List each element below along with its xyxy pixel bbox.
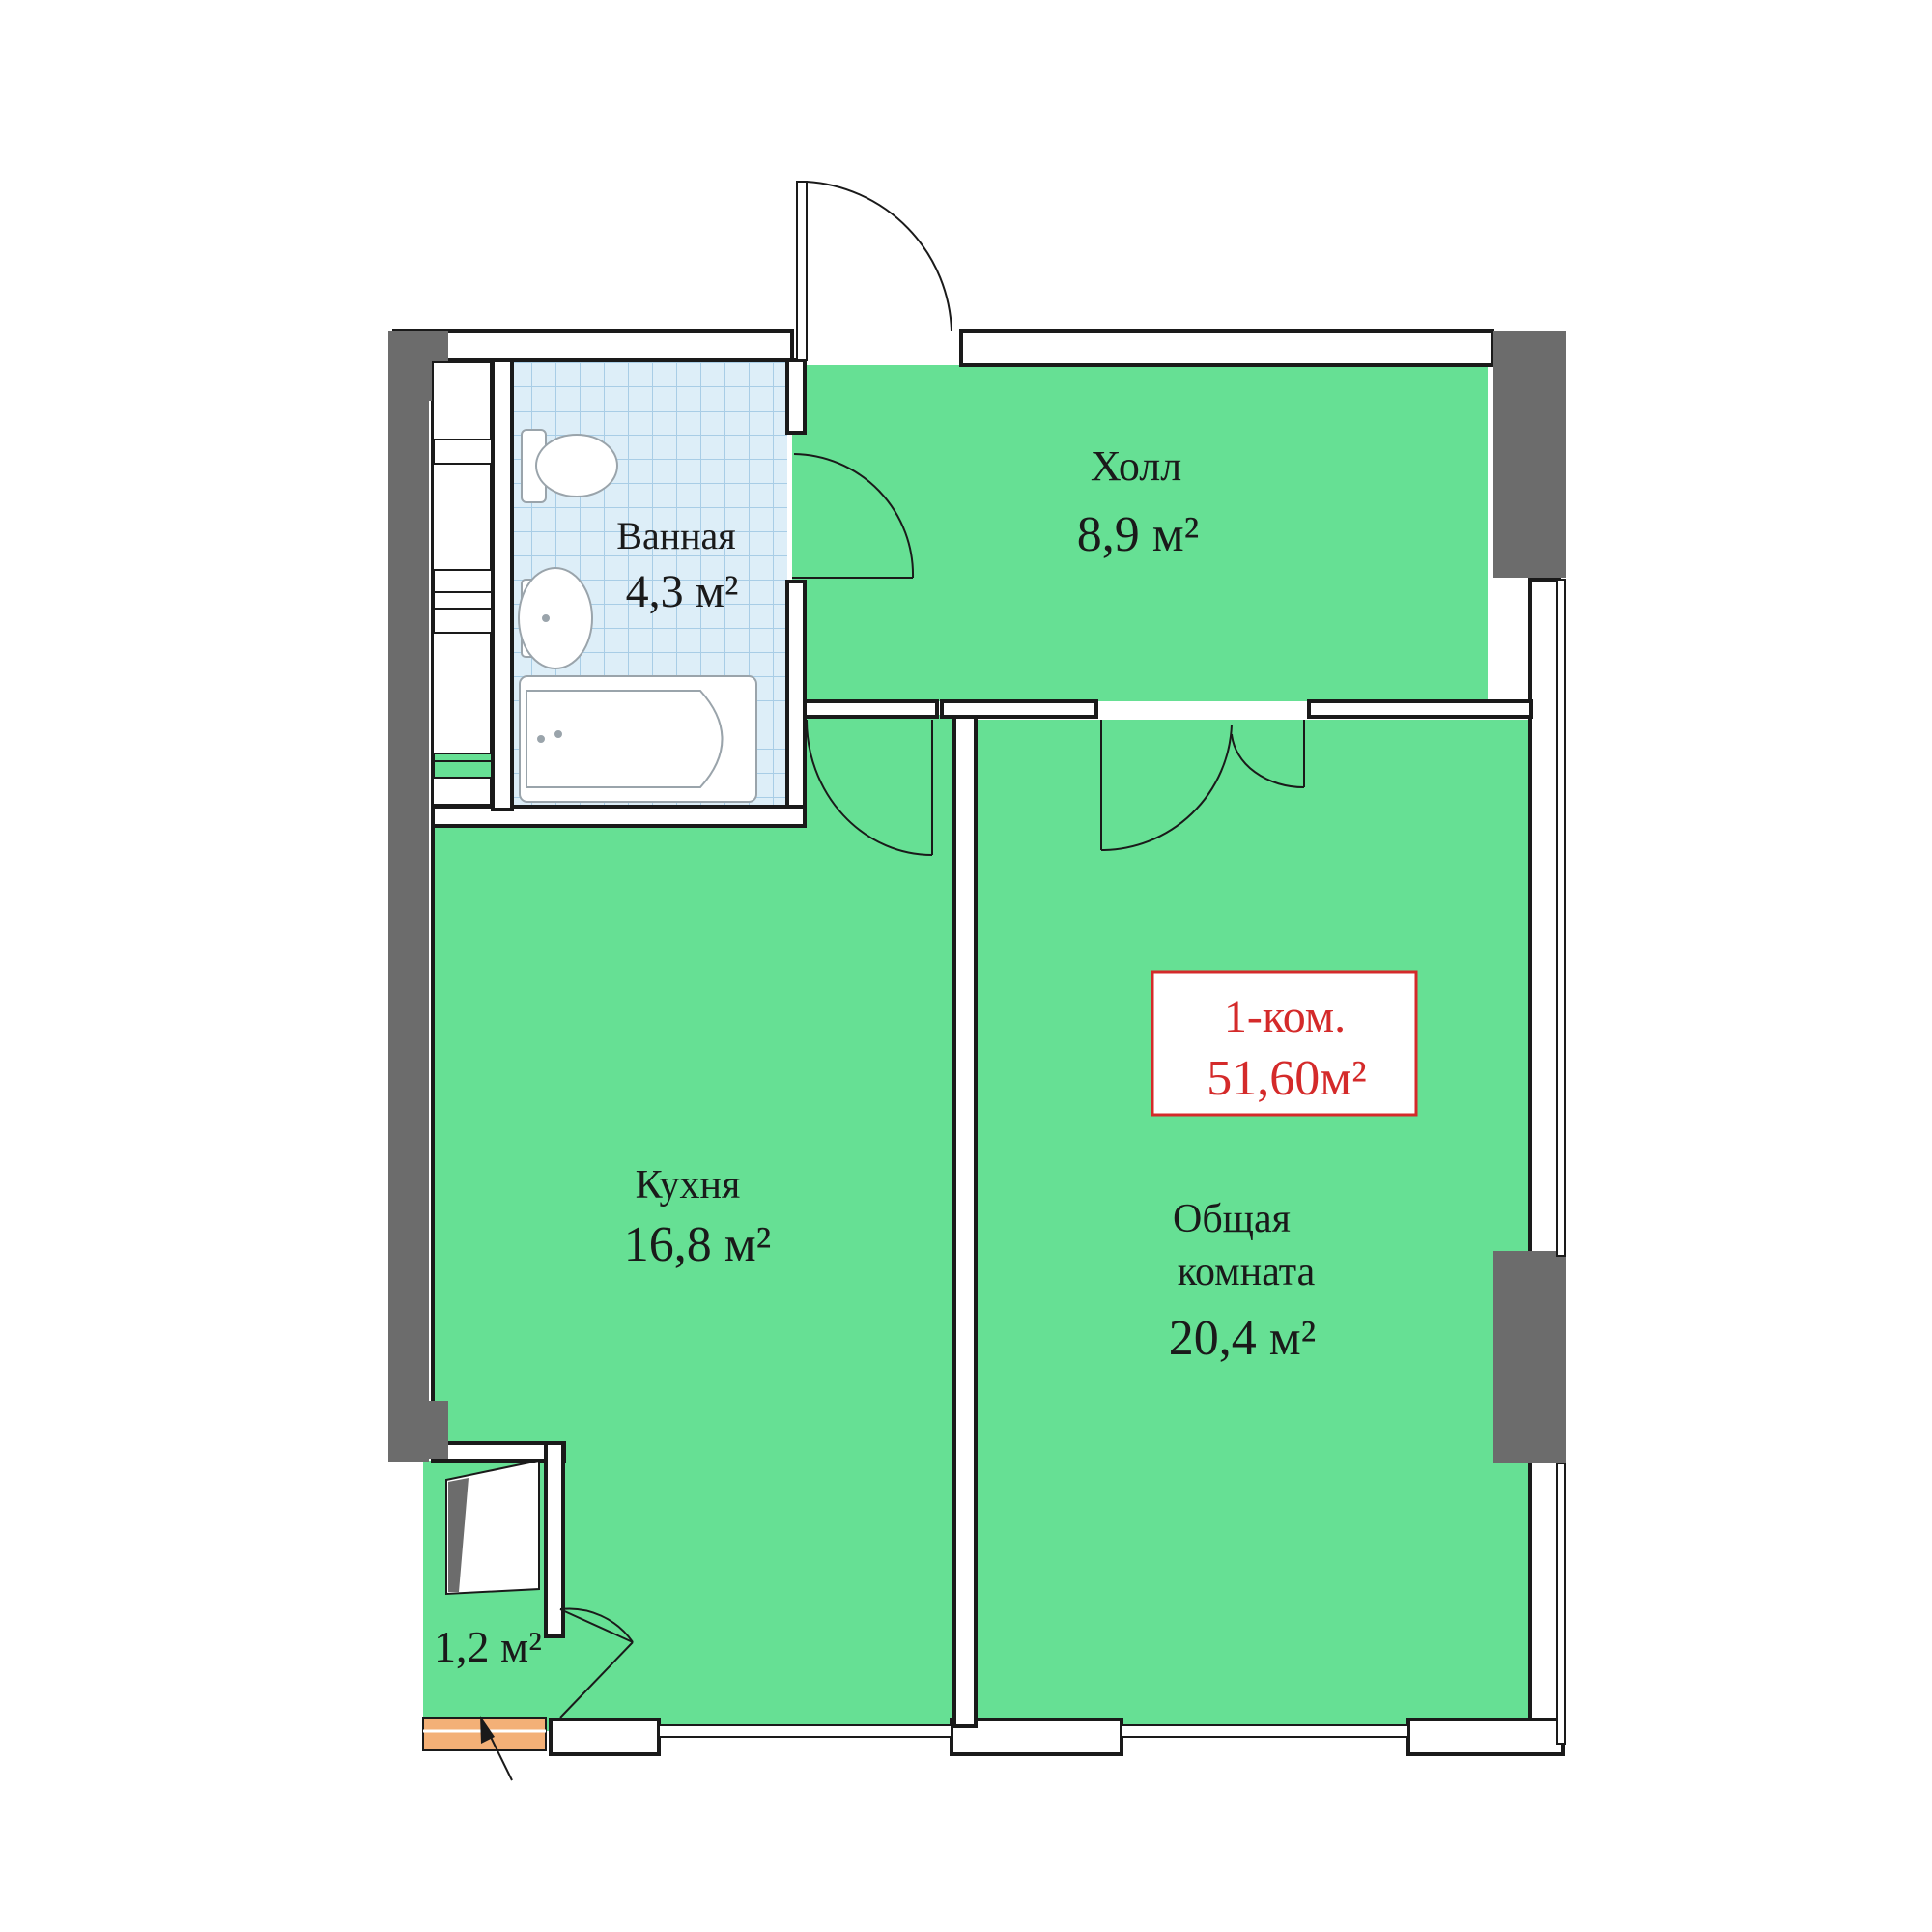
hall-area: 8,9 м² <box>1077 507 1200 562</box>
doors <box>480 181 1305 1781</box>
column-icon <box>1493 331 1566 578</box>
badge-type: 1-ком. <box>1224 991 1346 1042</box>
wall-bottom-right <box>1406 1718 1565 1756</box>
badge-total-area: 51,60м² <box>1207 1051 1367 1106</box>
hall-name: Холл <box>1091 442 1181 490</box>
window-icon <box>432 777 492 806</box>
wall-right <box>1528 578 1561 1750</box>
column-icon <box>429 1401 448 1459</box>
sink-icon <box>518 567 593 669</box>
room-labels: Холл 8,9 м² Ванная 4,3 м² Кухня 16,8 м² … <box>434 442 1316 1671</box>
kitchen-name: Кухня <box>636 1163 741 1208</box>
wall-bottom-left <box>549 1718 661 1756</box>
wall-bath-right-lower <box>785 580 807 825</box>
interior-door-icon <box>792 453 915 579</box>
window-icon <box>432 463 492 571</box>
double-door-icon <box>1100 720 1305 851</box>
interior-door-icon <box>559 1607 634 1719</box>
wall-bath-bottom <box>431 805 807 828</box>
entrance-door-icon <box>796 181 952 361</box>
interior-door-icon <box>806 719 933 856</box>
window-icon <box>432 632 492 754</box>
living-floor <box>976 720 1530 1729</box>
hall-floor <box>792 365 1488 701</box>
wall-balcony-right <box>544 1441 565 1638</box>
wall-hall-living-b <box>1307 699 1533 719</box>
balcony-cabinet <box>445 1459 540 1596</box>
window-icon <box>1556 1463 1566 1745</box>
wall-top-left <box>413 329 794 362</box>
wall-kitchen-living <box>952 715 978 1728</box>
wall-hall-kitchen <box>790 699 939 719</box>
window-icon <box>658 1724 952 1738</box>
wall-bath-left <box>491 358 514 811</box>
wall-top-right <box>959 329 1494 367</box>
living-name-line1: Общая <box>1173 1197 1291 1241</box>
columns <box>388 331 1566 1463</box>
window-icon <box>432 361 492 440</box>
living-area: 20,4 м² <box>1169 1311 1317 1366</box>
column-icon <box>1493 1251 1566 1463</box>
window-icon <box>1556 579 1566 1257</box>
room-floors <box>423 362 1530 1731</box>
wall-bath-right <box>785 358 807 435</box>
window-icon <box>1121 1724 1409 1738</box>
bathroom-name: Ванная <box>616 514 735 557</box>
kitchen-area: 16,8 м² <box>624 1217 772 1272</box>
column-icon <box>388 331 429 1462</box>
bathroom-fixtures <box>518 429 757 803</box>
balcony-arrow-icon <box>480 1716 513 1781</box>
bathtub-icon <box>519 675 757 803</box>
windows <box>432 361 1566 1745</box>
apartment-badge: 1-ком. 51,60м² <box>1151 970 1418 1117</box>
living-name-line2: комната <box>1178 1250 1316 1294</box>
badge-frame <box>1151 970 1418 1117</box>
toilet-icon <box>521 429 618 503</box>
wall-hall-living-a <box>940 699 1098 719</box>
bathroom-area: 4,3 м² <box>626 566 739 617</box>
balcony-area: 1,2 м² <box>434 1622 542 1671</box>
